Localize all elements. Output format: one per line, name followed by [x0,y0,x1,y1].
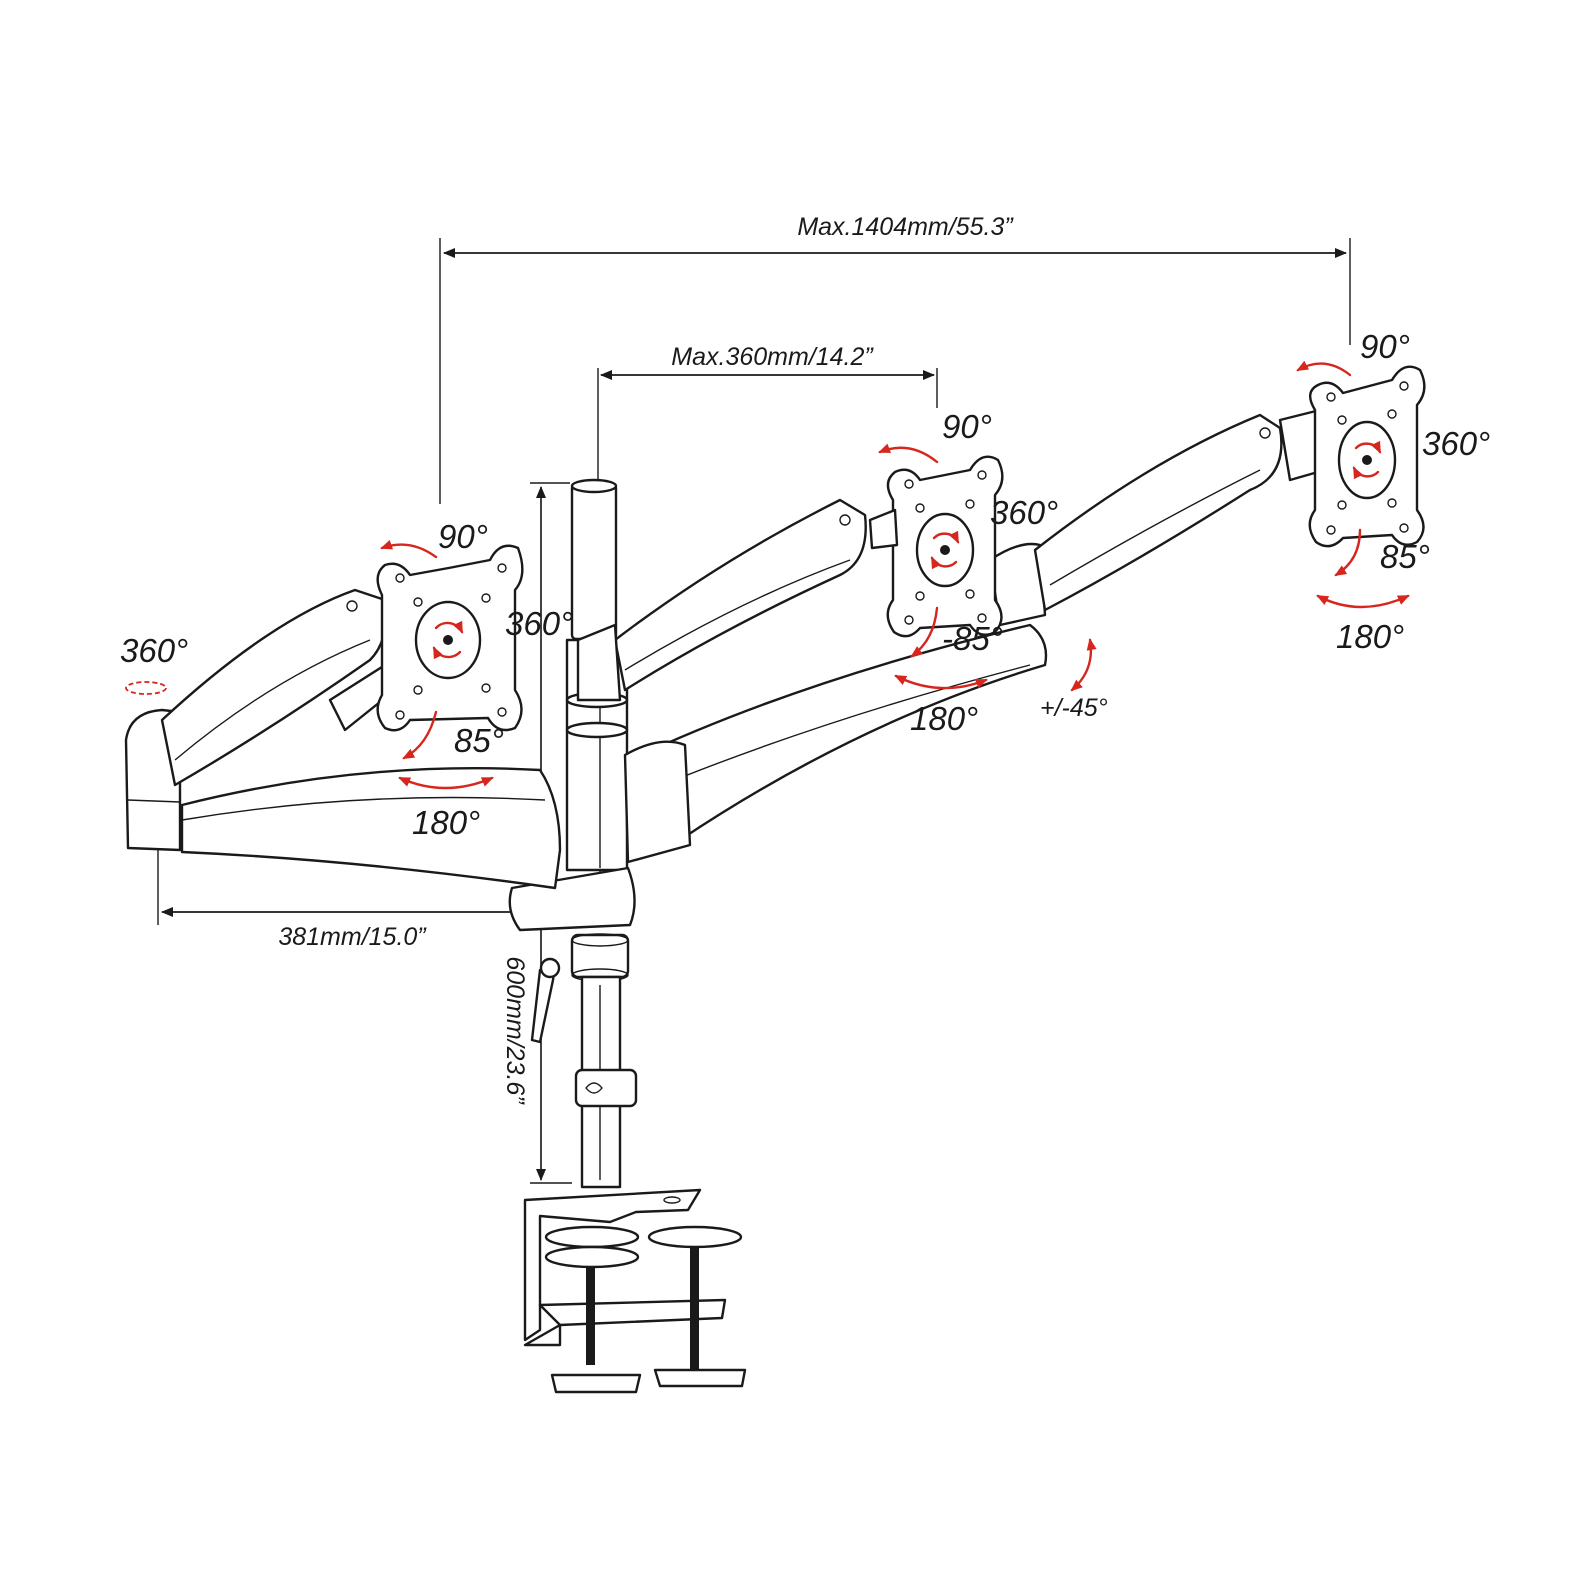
right-pan-label: 180° [1336,618,1404,655]
left-vesa-plate [376,544,524,732]
pole-height-label: 600mm/23.6” [501,956,529,1105]
right-rotation-label: 360° [1422,425,1490,462]
left-tilt-down-label: 85° [454,722,504,759]
base-depth-label: 381mm/15.0” [278,923,427,951]
left-swivel-label: 360° [120,632,188,669]
left-rotation-label: 360° [505,605,573,642]
right-vesa-plate [1308,365,1426,548]
motion-arrows [125,360,1410,790]
center-vesa-plate [868,455,1004,638]
arm-tilt-label: +/-45° [1040,694,1108,722]
max-extension-label: Max.360mm/14.2” [671,343,874,371]
center-pan-label: 180° [910,700,978,737]
left-pan-label: 180° [412,804,480,841]
desk-clamp [523,1188,747,1394]
center-rotation-label: 360° [990,494,1058,531]
left-tilt-up-label: 90° [438,518,488,555]
right-tilt-up-label: 90° [1360,328,1410,365]
center-tilt-down-label: -85° [942,620,1003,657]
right-tilt-down-label: 85° [1380,538,1430,575]
left-arm [124,588,562,890]
max-width-label: Max.1404mm/55.3” [797,213,1014,241]
center-tilt-up-label: 90° [942,408,992,445]
